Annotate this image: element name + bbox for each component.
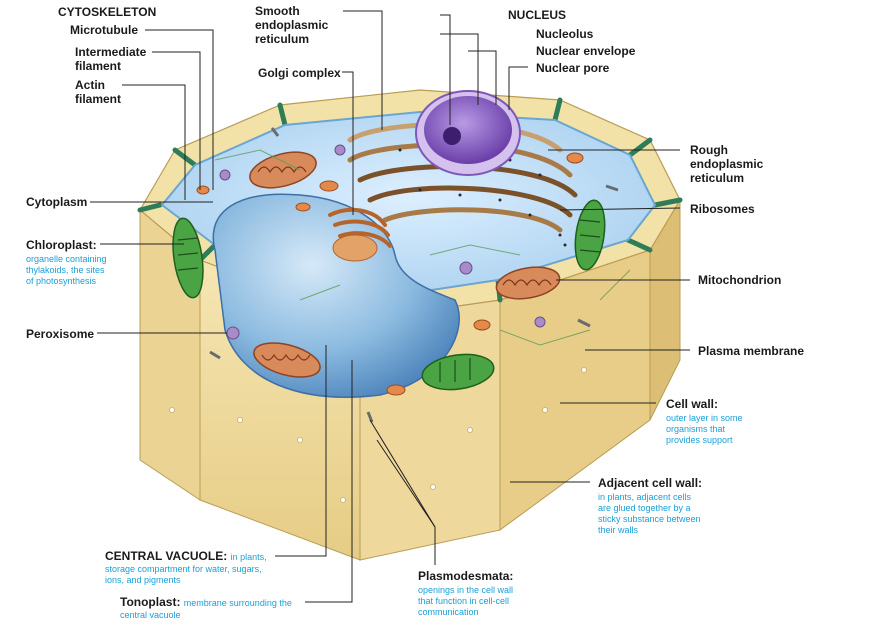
label-rough-er: Rough endoplasmic reticulum (690, 143, 764, 185)
label-nuclear-envelope: Nuclear envelope (536, 44, 636, 58)
label-nuclear-pore: Nuclear pore (536, 61, 610, 75)
desc-plasmodesmata: openings in the cell wall that function … (418, 585, 514, 617)
label-chloroplast: Chloroplast: (26, 238, 97, 252)
central-vacuole-inline: in plants, (230, 552, 267, 562)
label-smooth-er: Smooth endoplasmic reticulum (255, 4, 329, 46)
label-plasmodesmata: Plasmodesmata: (418, 569, 514, 583)
label-peroxisome: Peroxisome (26, 327, 95, 341)
label-tonoplast: Tonoplast: membrane surrounding the (120, 595, 292, 610)
label-plasma-membrane: Plasma membrane (698, 344, 805, 358)
label-ribosomes: Ribosomes (690, 202, 755, 216)
label-golgi-complex: Golgi complex (258, 66, 341, 80)
plasmodesmata-markers (209, 127, 619, 423)
nucleolus (443, 127, 461, 145)
desc-central-vacuole: storage compartment for water, sugars, i… (105, 564, 262, 585)
label-nucleolus: Nucleolus (536, 27, 594, 41)
desc-chloroplast: organelle containing thylakoids, the sit… (26, 254, 107, 286)
label-cell-wall: Cell wall: (666, 397, 719, 411)
golgi-complex (328, 207, 392, 248)
tonoplast-title: Tonoplast: (120, 595, 181, 609)
desc-tonoplast: central vacuole (120, 610, 181, 620)
label-central-vacuole: CENTRAL VACUOLE: in plants, (105, 549, 267, 564)
golgi-vesicle (332, 234, 378, 262)
label-mitochondrion: Mitochondrion (698, 273, 782, 287)
nucleus (415, 90, 521, 176)
wall-pits (169, 367, 587, 503)
desc-adjacent-cell-wall: in plants, adjacent cells are glued toge… (598, 492, 701, 535)
cytoskeleton-filaments (214, 149, 631, 346)
label-cytoskeleton: CYTOSKELETON (58, 5, 157, 19)
label-adjacent-cell-wall: Adjacent cell wall: (598, 476, 703, 490)
vesicles (196, 152, 584, 396)
desc-cell-wall: outer layer in some organisms that provi… (666, 413, 743, 445)
central-vacuole-title: CENTRAL VACUOLE: (105, 549, 228, 563)
label-intermediate-filament: Intermediate filament (75, 45, 147, 73)
label-actin-filament: Actin filament (75, 78, 122, 106)
label-microtubule: Microtubule (70, 23, 138, 37)
tonoplast-inline: membrane surrounding the (183, 598, 292, 608)
label-cytoplasm: Cytoplasm (26, 195, 88, 209)
label-nucleus: NUCLEUS (508, 8, 567, 22)
leader-lines (90, 10, 690, 603)
